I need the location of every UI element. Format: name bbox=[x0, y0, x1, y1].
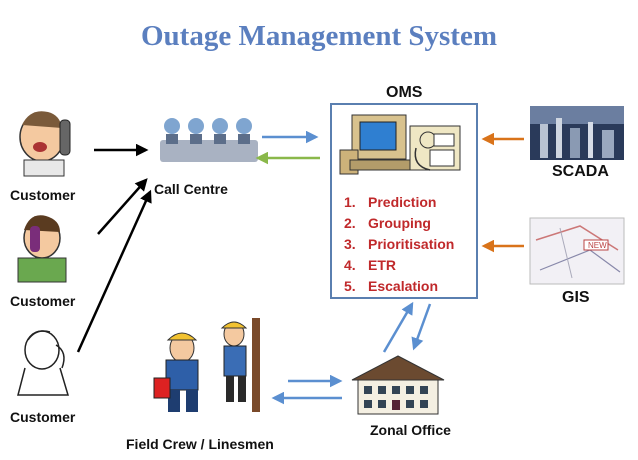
zonal-office-icon bbox=[351, 355, 445, 415]
scada-label: SCADA bbox=[552, 163, 609, 180]
page-title: Outage Management System bbox=[140, 20, 497, 52]
arrow-zonal-oms bbox=[382, 301, 414, 353]
arrow-customer2-callcentre bbox=[97, 178, 148, 235]
oms-step: 2.Grouping bbox=[344, 215, 431, 231]
computer-icon bbox=[339, 114, 461, 175]
customer-sketch-icon bbox=[17, 330, 70, 396]
arrow-customer3-callcentre bbox=[76, 189, 152, 353]
gis-new-tag: NEW bbox=[588, 241, 607, 250]
gis-map-image: NEW bbox=[529, 217, 625, 285]
oms-step: 3.Prioritisation bbox=[344, 236, 455, 252]
customer-phone-icon bbox=[19, 111, 71, 177]
customer-phone-icon bbox=[17, 215, 67, 283]
oms-step: 4.ETR bbox=[344, 257, 396, 273]
call-centre-icon bbox=[160, 118, 258, 162]
zonal-office-label: Zonal Office bbox=[370, 422, 451, 438]
customer-label: Customer bbox=[10, 409, 76, 425]
field-crew-label: Field Crew / Linesmen bbox=[126, 436, 274, 452]
field-crew-icon bbox=[153, 318, 260, 412]
oms-steps: 1.Prediction 2.Grouping 3.Prioritisation… bbox=[344, 192, 454, 297]
arrow-oms-zonal bbox=[411, 303, 432, 351]
oms-step: 1.Prediction bbox=[344, 194, 437, 210]
customer-label: Customer bbox=[10, 187, 76, 203]
customer-label: Customer bbox=[10, 293, 76, 309]
call-centre-label: Call Centre bbox=[154, 181, 228, 197]
scada-image bbox=[530, 106, 624, 160]
gis-label: GIS bbox=[562, 289, 590, 306]
oms-step: 5.Escalation bbox=[344, 278, 439, 294]
oms-label: OMS bbox=[386, 84, 423, 101]
